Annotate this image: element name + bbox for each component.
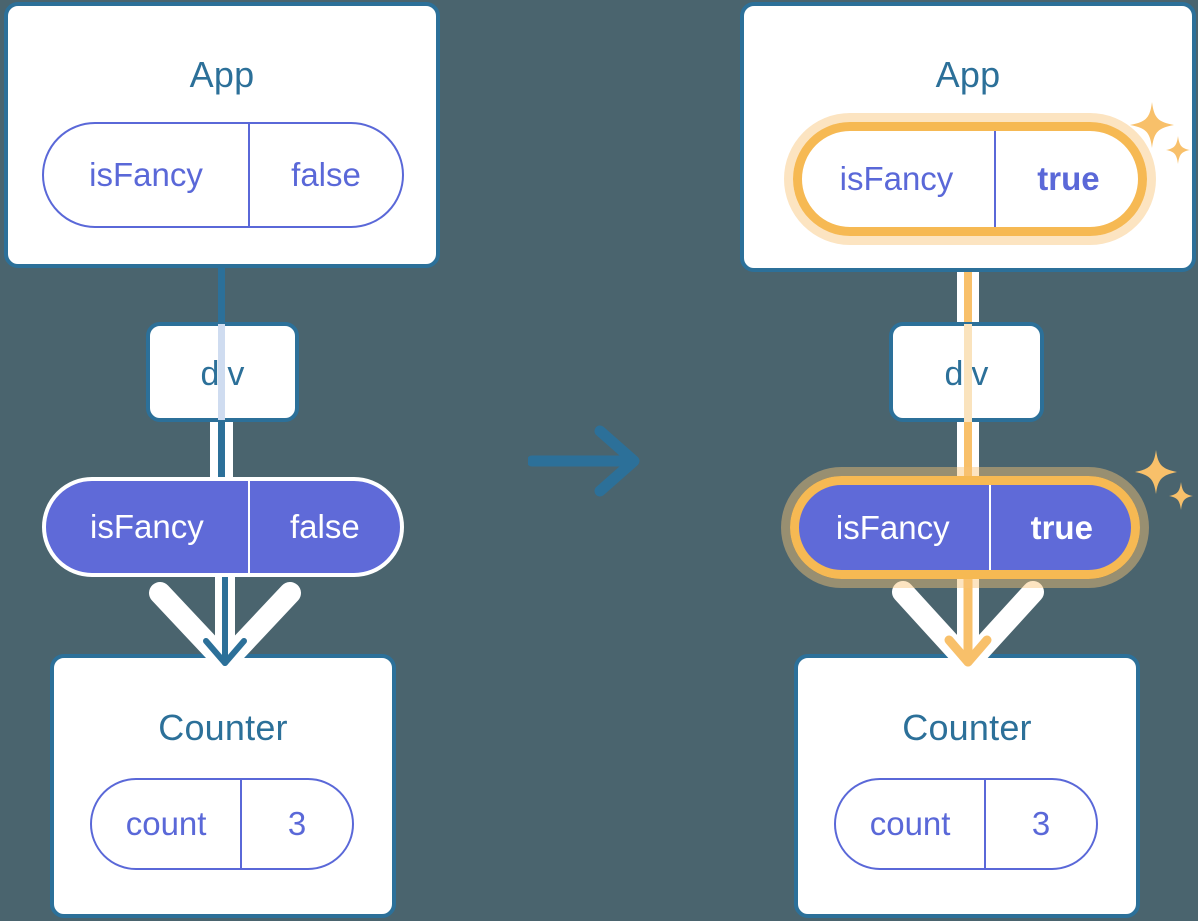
prop-value-after: true: [988, 483, 1133, 572]
app-state-pill-before: isFancy false: [42, 122, 404, 228]
counter-state-value-before: 3: [240, 780, 352, 868]
sparkle-icon-app-after: [1130, 102, 1190, 164]
prop-pill-before: isFancy false: [42, 477, 404, 577]
counter-state-value-after: 3: [984, 780, 1096, 868]
counter-state-pill-before: count 3: [90, 778, 354, 870]
connector-app-to-div-after: [964, 228, 972, 326]
app-title-after: App: [935, 54, 1001, 95]
prop-key-after: isFancy: [835, 508, 950, 546]
counter-component-box-after: Counter: [794, 654, 1140, 918]
app-state-highlight-ring-after: [793, 122, 1147, 236]
prop-flow-arrow-before: [149, 565, 301, 677]
connector-ghost-inside-div-after: [964, 324, 972, 422]
app-state-key-after: isFancy: [839, 160, 954, 197]
connector-div-to-prop-before: [218, 418, 225, 490]
prop-key-before: isFancy: [90, 508, 204, 545]
app-state-value-before: false: [248, 124, 402, 226]
counter-state-key-before: count: [125, 805, 207, 842]
prop-flow-arrow-after: [892, 563, 1044, 679]
counter-state-pill-after: count 3: [834, 778, 1098, 870]
counter-title-after: Counter: [902, 707, 1032, 748]
app-title-before: App: [189, 54, 255, 95]
sparkle-icon-prop-after: [1135, 450, 1193, 510]
app-state-pill-after: isFancy true: [797, 126, 1143, 232]
connector-div-to-prop-after: [964, 420, 972, 492]
transition-arrow: [528, 425, 640, 497]
counter-state-key-after: count: [869, 805, 951, 842]
app-state-key-before: isFancy: [89, 156, 203, 193]
prop-value-before: false: [247, 481, 400, 573]
connector-ghost-inside-div-before: [218, 324, 225, 420]
counter-title-before: Counter: [158, 707, 288, 748]
app-state-value-after: true: [993, 128, 1141, 230]
connector-app-to-div-before: [218, 268, 225, 324]
prop-highlight-ring-after: [790, 476, 1140, 579]
